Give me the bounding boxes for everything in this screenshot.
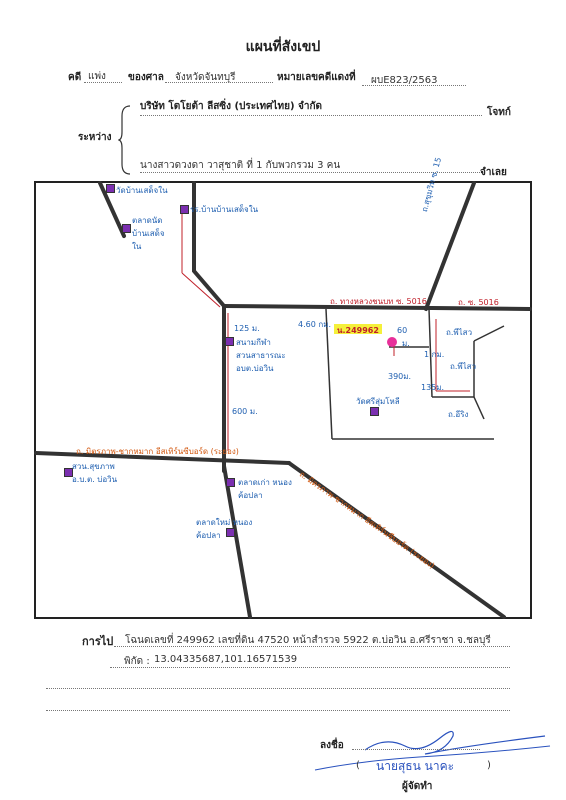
- school-icon: [180, 205, 189, 214]
- parcel-label: น.249962: [337, 326, 379, 335]
- temple-icon: [106, 184, 115, 193]
- market-icon: [122, 224, 131, 233]
- main-road-label: ถ. มิตรภาพ-ชากหมาก อีสเทิร์นซีบอร์ด (ระย…: [76, 447, 239, 456]
- park-bottom-icon: [64, 468, 73, 477]
- distance-125-label: 125 ม.: [234, 324, 260, 333]
- plaintiff-name: บริษัท โตโยต้า ลีสซิ่ง (ประเทศไทย) จำกัด: [140, 101, 323, 112]
- distance-390-label: 390ม.: [388, 372, 412, 381]
- market-old-label: ตลาดเก่า หนองค้อปลา: [238, 478, 292, 500]
- soi-road-label: ถ. ทางหลวงชนบท ซ. 5016: [330, 297, 427, 306]
- map-roads: [34, 181, 532, 619]
- case-label: คดี: [68, 72, 82, 83]
- distance-1km-label: 1 กม.: [424, 350, 445, 359]
- coord-label: พิกัด :: [124, 656, 150, 667]
- signer-role: ผู้จัดทำ: [402, 781, 433, 792]
- defendant-role: จำเลย: [480, 167, 507, 178]
- market-old-icon: [226, 478, 235, 487]
- court-label: ของศาล: [128, 72, 164, 83]
- field-label: สนามกีฬา: [236, 338, 271, 347]
- defendant-name: นางสาวดวงดา วาสุชาติ ที่ 1 กับพวกรวม 3 ค…: [140, 160, 341, 171]
- parcel-marker: [387, 337, 397, 347]
- sign-label: ลงชื่อ: [320, 740, 344, 751]
- park-bottom-label: สวน.สุขภาพ อ.บ.ต. บ่อวิน: [72, 462, 118, 484]
- signature-icon: [314, 730, 551, 771]
- court-name: จังหวัดจันทบุรี: [175, 72, 236, 83]
- coord-value: 13.04335687,101.16571539: [154, 654, 298, 665]
- parcel-m-label: ม.: [402, 339, 410, 348]
- red-case-label: หมายเลขคดีแดงที่: [277, 72, 356, 83]
- small-road-label: ถ.อีริง: [448, 410, 469, 419]
- nilai-road-2-label: ถ.พีไสว: [450, 362, 477, 371]
- go-label: การไป: [82, 635, 114, 648]
- distance-60-label: 60: [397, 326, 408, 335]
- red-case-no: ผบE823/2563: [371, 75, 438, 86]
- distance-4-6km-label: 4.60 กม.: [298, 320, 332, 329]
- temple-top-label: วัดบ้านเสด็จใน: [116, 186, 168, 195]
- market-new-icon: [226, 528, 235, 537]
- nilai-road-label: ถ.พีไสว: [446, 328, 473, 337]
- go-text: โฉนดเลขที่ 249962 เลขที่ดิน 47520 หน้าสำ…: [125, 635, 491, 646]
- between-label: ระหว่าง: [78, 132, 112, 143]
- map-frame: [34, 181, 532, 619]
- distance-135-label: 135ม.: [421, 383, 445, 392]
- temple-right-icon: [370, 407, 379, 416]
- market-top-label: ตลาดนัด บ้านเสด็จใน: [132, 216, 165, 251]
- case-type: แพ่ง: [88, 71, 106, 82]
- soi-road-right-label: ถ. ซ. 5016: [458, 298, 499, 307]
- park-icon: [225, 337, 234, 346]
- plaintiff-role: โจทก์: [487, 107, 511, 118]
- temple-right-label: วัดศรีสุ่มโหลี: [356, 397, 400, 406]
- brace-icon: [118, 105, 131, 175]
- distance-600-label: 600 ม.: [232, 407, 258, 416]
- park-label: สวนสาธารณะ อบต.บ่อวิน: [236, 351, 286, 373]
- market-new-label: ตลาดใหม่ หนองค้อปลา: [196, 518, 253, 540]
- school-top-label: รร.บ้านบ้านเสด็จใน: [190, 205, 259, 214]
- page-title: แผนที่สังเขป: [245, 39, 321, 55]
- signer-name: นายสุธน นาคะ: [376, 759, 455, 773]
